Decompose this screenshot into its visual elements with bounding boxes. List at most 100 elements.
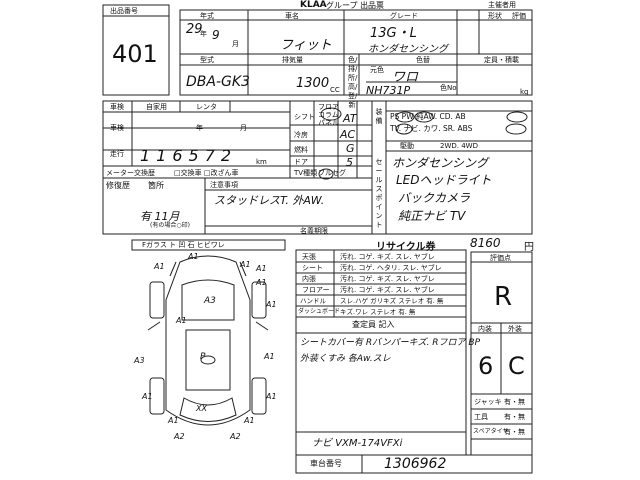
month-value: 9 [212, 28, 220, 42]
repair-area-label: 箇所 [148, 181, 164, 190]
displacement-value: 1300 [296, 76, 330, 91]
spare-tire-label: スペアタイヤ [473, 428, 509, 435]
sales-point-line-2: LEDヘッドライト [396, 173, 492, 187]
fuel-value: G [346, 142, 355, 155]
displacement-label: 排気量 [282, 56, 303, 64]
damage-mark-2: A1 [154, 262, 165, 271]
damage-mark-8: A3 [134, 356, 145, 365]
sales-point-line-4: 純正ナビ TV [398, 209, 466, 223]
sales-point-line-1: ホンダセンシング [392, 156, 489, 170]
model-label: 型式 [200, 56, 214, 64]
inspector-line-2: 外装くすみ 各Aw.スレ [300, 354, 391, 364]
exterior-score: C [508, 352, 525, 380]
lot-label: 出品番号 [110, 7, 138, 15]
equipment-line1: PS PW 純AW. CD. AB [390, 112, 466, 121]
mileage-value: 116572 [140, 146, 238, 165]
tv-type-value: フルセグ [318, 169, 346, 177]
notes-value: スタッドレスT. 外AW. [214, 194, 325, 207]
condition-values-1: 汚れ. コゲ. キズ. スレ. ヤブレ [340, 253, 435, 261]
cc-unit: CC [330, 86, 340, 94]
panel-option: パネル [318, 119, 339, 127]
tv-type-label: TV種類 [294, 169, 318, 177]
jack-value: 有・無 [504, 398, 525, 406]
damage-mark-13: A1 [142, 392, 153, 401]
condition-values-2: 汚れ. コゲ. ヘタリ. スレ. ヤブレ [340, 264, 442, 272]
shaken-year-unit: 年 [196, 124, 203, 132]
private-use-label: 自家用 [146, 103, 167, 111]
sales-point-line-3: バックカメラ [398, 191, 471, 205]
tools-value: 有・無 [504, 413, 525, 421]
damage-mark-7: P [200, 352, 206, 362]
damage-mark-1: A1 [188, 252, 199, 261]
drive-label: 駆動 [400, 142, 414, 150]
damage-mark-9: A1 [266, 300, 277, 309]
car-diagram [147, 255, 269, 426]
lot-number: 401 [112, 40, 158, 68]
tools-label: 工具 [474, 413, 488, 421]
damage-mark-5: A3 [204, 296, 216, 306]
damage-mark-11: A2 [174, 432, 185, 441]
glass-legend: Fガラス ト 凹 石 ヒビワレ [142, 241, 225, 249]
color-no-label: 色No [440, 84, 457, 92]
condition-label-6: ダッシュボード [298, 308, 341, 315]
side-chars: 色/排/所/高/登/新 [348, 56, 358, 109]
car-name: フィット [280, 38, 332, 53]
year-value: 29 [186, 22, 203, 37]
condition-values-6: キズ.ワレ ステレオ 有. 無 [340, 308, 416, 316]
color-change-label: 色替 [416, 56, 430, 64]
damage-mark-4: A1 [256, 278, 267, 287]
door-value: 5 [346, 156, 353, 169]
inspection-label: 車検 [110, 103, 124, 111]
condition-values-4: 汚れ. コゲ. キズ. スレ. ヤブレ [340, 286, 435, 294]
eval-score: R [494, 282, 513, 312]
damage-mark-6: A1 [176, 316, 187, 325]
km-unit: km [256, 158, 267, 166]
condition-label-3: 内張 [302, 275, 316, 283]
meter-history-label: メーター交換歴 [106, 169, 155, 177]
grade-label: グレード [390, 12, 418, 20]
damage-mark-18: A1 [256, 264, 267, 273]
year-unit: 年 [200, 30, 207, 38]
original-color-label: 元色 [370, 66, 384, 74]
recycle-amount: 8160 [470, 236, 501, 250]
chassis-label: 車台番号 [310, 459, 342, 468]
damage-mark-10: A1 [264, 352, 275, 361]
shaken-month-unit: 月 [240, 124, 247, 132]
grade-line1: 13G・L [370, 26, 417, 41]
ac-value: AC [340, 128, 356, 141]
condition-label-4: フロアー [302, 286, 330, 294]
interior-score: 6 [478, 352, 494, 380]
damage-mark-15: XX [196, 404, 207, 413]
rental-label: レンタ [196, 103, 217, 111]
condition-label-1: 天張 [302, 253, 316, 261]
column-option: コラム [318, 111, 339, 119]
repair-handwritten: 有 11月 [140, 210, 180, 223]
chassis-number: 1306962 [384, 456, 447, 472]
spare-tire-value: 有・無 [504, 428, 525, 436]
ac-label: 冷房 [294, 131, 308, 139]
interior-label: 内装 [478, 325, 492, 333]
door-label: ドア [294, 158, 308, 166]
color-no-value: NH731P [366, 84, 411, 97]
drive-values: 2WD. 4WD [440, 142, 478, 150]
damage-mark-12: A2 [230, 432, 241, 441]
condition-label-5: ハンドル [300, 297, 326, 305]
recycle-label: リサイクル券 [376, 242, 436, 253]
damage-mark-16: A1 [168, 416, 179, 425]
year-label: 年式 [200, 12, 214, 20]
grade-line2: ホンダセンシング [368, 44, 448, 55]
model-value: DBA-GK3 [186, 74, 250, 90]
car-name-label: 車名 [285, 12, 299, 20]
damage-mark-3: A1 [240, 260, 251, 269]
mileage-label: 走行 [110, 150, 124, 158]
recycle-unit: 円 [524, 242, 534, 253]
floor-option: フロア [318, 103, 339, 111]
capacity-label: 定員・積載 [484, 56, 519, 64]
sales-point-label: セールスポイント [375, 158, 383, 229]
notes-label: 注意事項 [210, 181, 238, 189]
equipment-header: 装備 [375, 108, 383, 125]
condition-values-3: 汚れ. コゲ. キズ. スレ. ヤブレ [340, 275, 435, 283]
owner-use-label: 主催者用 [488, 1, 516, 9]
exterior-label: 外装 [508, 325, 522, 333]
fuel-label: 燃料 [294, 146, 308, 154]
